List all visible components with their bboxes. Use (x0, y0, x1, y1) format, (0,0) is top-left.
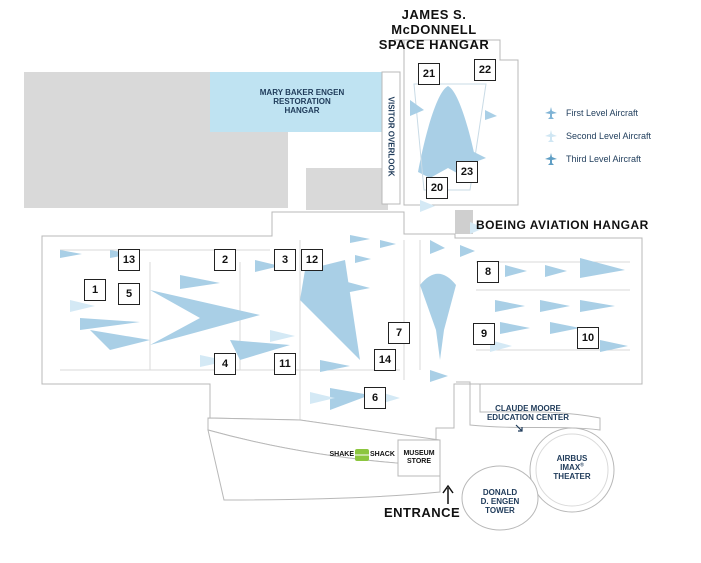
aircraft-silhouettes (60, 100, 628, 410)
store-line2: STORE (407, 458, 431, 466)
legend-label: Third Level Aircraft (566, 154, 642, 164)
marker-5[interactable]: 5 (118, 283, 140, 305)
restoration-line2: RESTORATION (273, 97, 331, 107)
space-hangar-inner (413, 83, 487, 191)
legend-item-first-level: First Level Aircraft (544, 106, 638, 120)
imax-theater-ring (535, 433, 609, 507)
marker-6[interactable]: 6 (364, 387, 386, 409)
store-line1: MUSEUM (403, 450, 435, 457)
restoration-hangar-area (210, 72, 382, 132)
space-shuttle-shape (418, 86, 478, 178)
imax-theater-shape (529, 427, 615, 513)
plane-icon (545, 153, 557, 165)
plane-icon (545, 130, 557, 142)
legend-label: Second Level Aircraft (566, 131, 652, 141)
marker-2[interactable]: 2 (214, 249, 236, 271)
gray-building-middle (306, 168, 388, 210)
space-hangar-title-line1: JAMES S. McDONNELL (391, 7, 477, 37)
education-line1: CLAUDE MOORE (495, 404, 561, 413)
shake-shack-logo (355, 449, 369, 461)
marker-20[interactable]: 20 (426, 177, 448, 199)
entrance-arrow-icon (442, 484, 454, 504)
education-arrow-icon (515, 424, 523, 432)
restoration-line1: MARY BAKER ENGEN (259, 88, 345, 97)
plane-icon (545, 107, 557, 119)
museum-store-box (397, 439, 441, 477)
marker-23[interactable]: 23 (456, 161, 478, 183)
space-hangar-title: JAMES S. McDONNELL SPACE HANGAR (362, 7, 506, 53)
restoration-hangar-label: MARY BAKER ENGEN RESTORATION HANGAR (246, 88, 358, 116)
tower-line1: DONALD (482, 488, 518, 497)
space-hangar-title-line2: SPACE HANGAR (378, 36, 490, 52)
marker-22[interactable]: 22 (474, 59, 496, 81)
visitor-overlook-column (381, 71, 401, 205)
marker-11[interactable]: 11 (274, 353, 296, 375)
marker-14[interactable]: 14 (374, 349, 396, 371)
engen-tower-label: DONALD D. ENGEN TOWER (472, 488, 528, 516)
engen-tower-shape (461, 465, 539, 531)
boeing-hangar-title: BOEING AVIATION HANGAR (476, 218, 649, 232)
education-center-outline (456, 381, 601, 431)
marker-1[interactable]: 1 (84, 279, 106, 301)
marker-10[interactable]: 10 (577, 327, 599, 349)
shake-shack-left: SHAKE (329, 451, 354, 458)
education-line2: EDUCATION CENTER (486, 413, 570, 423)
marker-8[interactable]: 8 (477, 261, 499, 283)
entrance-label: ENTRANCE (384, 505, 461, 520)
marker-13[interactable]: 13 (118, 249, 140, 271)
imax-theater-label: AIRBUS IMAX® THEATER (540, 454, 604, 482)
marker-9[interactable]: 9 (473, 323, 495, 345)
tower-line2: D. ENGEN (480, 497, 520, 507)
marker-21[interactable]: 21 (418, 63, 440, 85)
restoration-line3: HANGAR (284, 106, 320, 116)
shake-shack-right: SHACK (370, 451, 395, 458)
marker-12[interactable]: 12 (301, 249, 323, 271)
visitor-overlook-label: VISITOR OVERLOOK (386, 96, 396, 177)
education-center-label: CLAUDE MOORE EDUCATION CENTER (470, 404, 586, 422)
gray-building-west (24, 72, 210, 208)
imax-line2: IMAX (560, 463, 581, 473)
legend-item-third-level: Third Level Aircraft (544, 152, 641, 166)
marker-3[interactable]: 3 (274, 249, 296, 271)
gray-connector (455, 210, 473, 234)
imax-line1: AIRBUS (556, 454, 588, 463)
legend-label: First Level Aircraft (566, 108, 639, 118)
aircraft-silhouettes-light (70, 200, 512, 404)
legend-item-second-level: Second Level Aircraft (544, 129, 651, 143)
entrance-walk (207, 429, 441, 501)
imax-line3: THEATER (553, 472, 591, 482)
restoration-hangar-lower (210, 132, 288, 208)
marker-7[interactable]: 7 (388, 322, 410, 344)
tower-line3: TOWER (485, 506, 515, 516)
museum-store-label: MUSEUM STORE (398, 450, 440, 466)
marker-4[interactable]: 4 (214, 353, 236, 375)
